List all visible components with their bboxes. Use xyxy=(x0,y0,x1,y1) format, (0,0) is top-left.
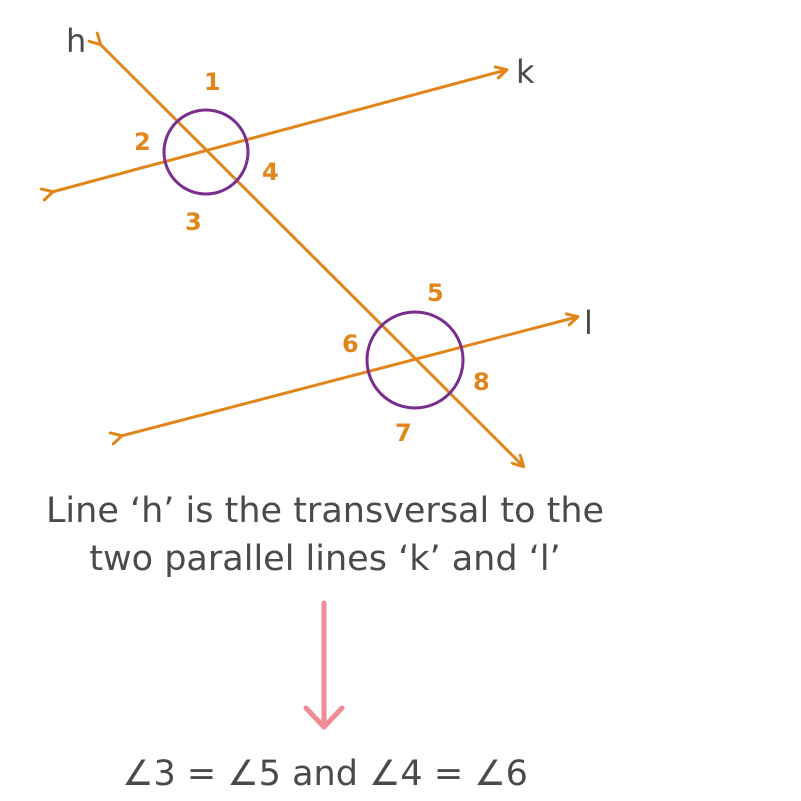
line-label-k: k xyxy=(516,53,535,91)
down-arrow-head xyxy=(303,705,345,730)
line-label-l: l xyxy=(584,304,593,342)
intersection-circle-top xyxy=(162,108,250,196)
intersection-circle-bottom xyxy=(365,310,465,410)
angle-label-2: 2 xyxy=(134,128,151,156)
caption-line-1: Line ‘h’ is the transversal to the xyxy=(45,491,605,531)
angle-label-7: 7 xyxy=(395,419,412,447)
line-k xyxy=(52,70,506,192)
angle-label-5: 5 xyxy=(427,279,444,307)
angle-label-6: 6 xyxy=(342,330,359,358)
line-label-h: h xyxy=(66,22,86,60)
caption-line-2: two parallel lines ‘k’ and ‘l’ xyxy=(89,539,561,579)
angle-label-4: 4 xyxy=(262,158,279,186)
angle-equality-result: ∠3 = ∠5 and ∠4 = ∠6 xyxy=(122,754,528,794)
angle-label-1: 1 xyxy=(204,68,221,96)
angle-label-8: 8 xyxy=(473,368,490,396)
line-l xyxy=(121,317,577,436)
line-h xyxy=(100,44,523,466)
angle-label-3: 3 xyxy=(185,208,202,236)
